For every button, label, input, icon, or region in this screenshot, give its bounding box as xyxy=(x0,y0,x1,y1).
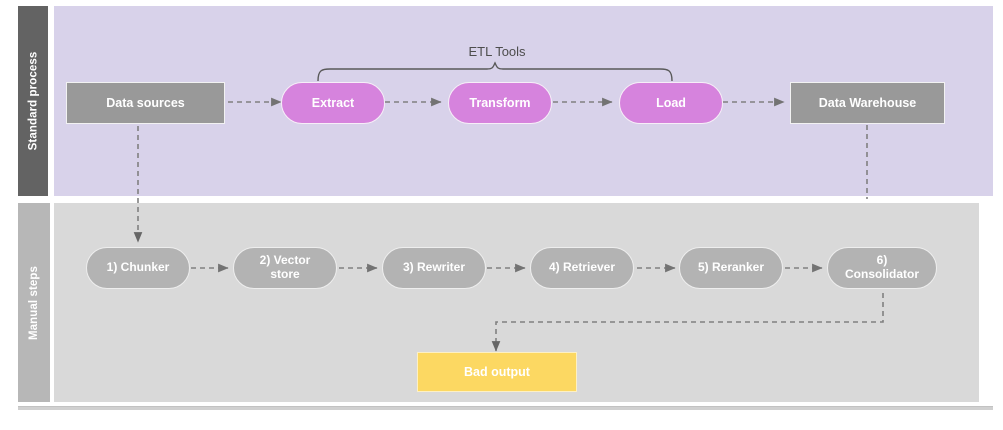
node-vector-store-label-line2: store xyxy=(270,267,300,281)
node-data-sources[interactable]: Data sources xyxy=(66,82,225,124)
node-reranker-label: 5) Reranker xyxy=(697,260,765,275)
node-chunker[interactable]: 1) Chunker xyxy=(86,247,190,289)
node-retriever[interactable]: 4) Retriever xyxy=(530,247,634,289)
lane-standard-process-header: Standard process xyxy=(18,6,48,196)
node-extract-label: Extract xyxy=(311,95,355,110)
lane-manual-steps-header: Manual steps xyxy=(18,203,50,402)
node-data-warehouse-label: Data Warehouse xyxy=(818,95,917,110)
node-chunker-label: 1) Chunker xyxy=(106,260,170,275)
node-load-label: Load xyxy=(656,95,686,110)
node-consolidator-label-line2: Consolidator xyxy=(845,267,919,281)
node-retriever-label: 4) Retriever xyxy=(548,260,616,275)
node-extract[interactable]: Extract xyxy=(281,82,385,124)
node-transform[interactable]: Transform xyxy=(448,82,552,124)
node-vector-store[interactable]: 2) Vector store xyxy=(233,247,337,289)
node-data-sources-label: Data sources xyxy=(106,95,185,110)
node-load[interactable]: Load xyxy=(619,82,723,124)
node-rewriter[interactable]: 3) Rewriter xyxy=(382,247,486,289)
node-reranker[interactable]: 5) Reranker xyxy=(679,247,783,289)
node-bad-output[interactable]: Bad output xyxy=(417,352,577,392)
etl-tools-bracket xyxy=(317,61,673,82)
node-rewriter-label: 3) Rewriter xyxy=(402,260,466,275)
etl-tools-label: ETL Tools xyxy=(468,44,526,59)
bottom-divider xyxy=(18,406,993,410)
node-consolidator[interactable]: 6) Consolidator xyxy=(827,247,937,289)
node-transform-label: Transform xyxy=(469,95,531,110)
edge-consolidator-to-bad-output xyxy=(491,293,884,352)
node-vector-store-label-line1: 2) Vector xyxy=(259,253,311,268)
node-consolidator-label-line1: 6) xyxy=(876,253,888,268)
node-bad-output-label: Bad output xyxy=(464,364,530,379)
node-data-warehouse[interactable]: Data Warehouse xyxy=(790,82,945,124)
